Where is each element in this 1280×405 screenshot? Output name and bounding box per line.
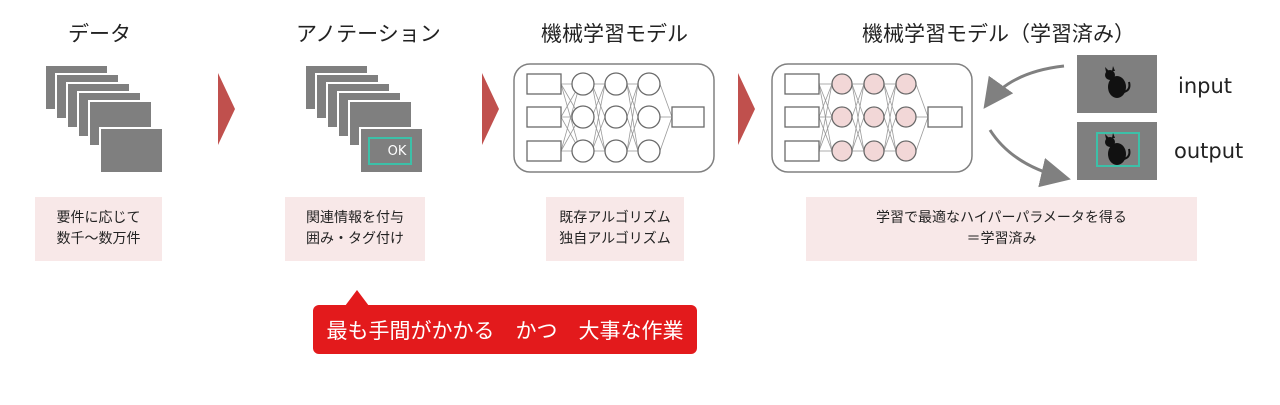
chevron-right-icon xyxy=(482,73,499,145)
stage-title-data: データ xyxy=(68,22,131,46)
callout-pointer xyxy=(345,290,369,306)
annotation-card-stack xyxy=(304,64,424,174)
cat-silhouette-icon xyxy=(1105,66,1131,98)
desc-line: 囲み・タグ付け xyxy=(306,231,404,247)
desc-line: 既存アルゴリズム xyxy=(559,210,671,226)
stage-desc-data: 要件に応じて数千〜数万件 xyxy=(35,197,162,261)
curved-arrow-icon xyxy=(988,129,1071,188)
stage-desc-trained-model: 学習で最適なハイパーパラメータを得る ＝学習済み xyxy=(806,197,1197,261)
desc-line: 数千〜数万件 xyxy=(56,231,141,247)
output-label: output xyxy=(1174,139,1244,163)
stage-title-trained-model: 機械学習モデル（学習済み） xyxy=(862,22,1135,46)
desc-line: 要件に応じて xyxy=(56,210,141,226)
desc-line: ＝学習済み xyxy=(966,231,1037,247)
stage-desc-ml-model: 既存アルゴリズム独自アルゴリズム xyxy=(546,197,684,261)
stage-desc-annotation: 関連情報を付与囲み・タグ付け xyxy=(285,197,425,261)
curved-arrow-icon xyxy=(983,64,1065,109)
ok-tag: OK xyxy=(387,143,407,159)
output-image xyxy=(1077,122,1157,180)
trained-model-network xyxy=(771,63,973,173)
chevron-right-icon xyxy=(218,73,235,145)
stage-title-annotation: アノテーション xyxy=(296,22,441,46)
desc-line: 独自アルゴリズム xyxy=(559,231,671,247)
ml-model-network xyxy=(513,63,715,173)
cat-silhouette-icon xyxy=(1105,133,1131,165)
callout-most-important-task: 最も手間がかかる かつ 大事な作業 xyxy=(313,305,697,354)
input-label: input xyxy=(1178,74,1233,98)
stage-title-ml-model: 機械学習モデル xyxy=(541,22,688,46)
desc-line: 学習で最適なハイパーパラメータを得る xyxy=(876,210,1127,226)
data-card-stack xyxy=(44,64,164,174)
desc-line: 関連情報を付与 xyxy=(306,210,404,226)
chevron-right-icon xyxy=(738,73,755,145)
input-image xyxy=(1077,55,1157,113)
